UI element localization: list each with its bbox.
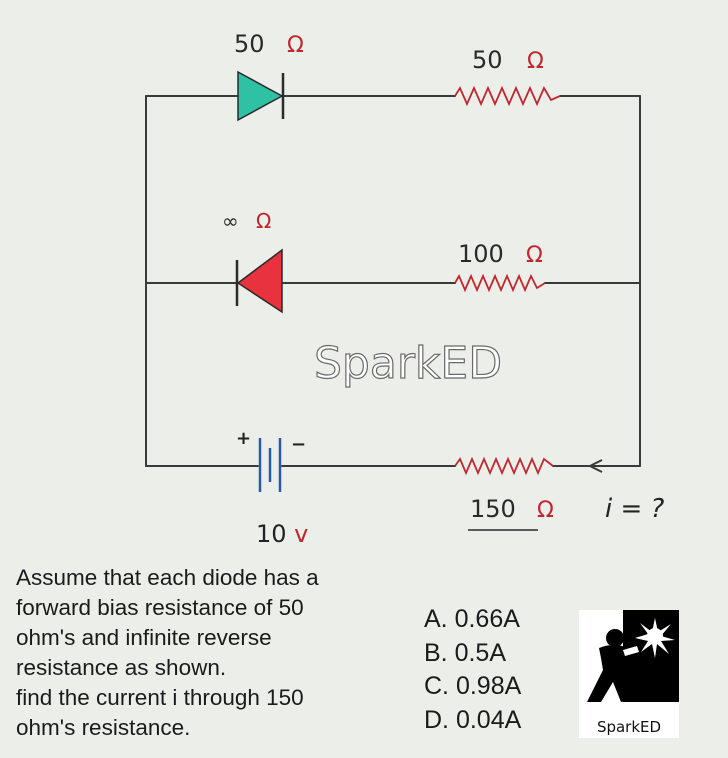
diode-bottom-ohm-label: Ω xyxy=(256,209,271,233)
forward-diode-icon xyxy=(237,70,285,122)
current-arrow-icon xyxy=(587,459,603,473)
question-line: forward bias resistance of 50 xyxy=(16,595,304,620)
current-label: i = ? xyxy=(605,494,665,524)
answer-options: A. 0.66A B. 0.5A C. 0.98A D. 0.04A xyxy=(424,603,521,737)
option-a[interactable]: A. 0.66A xyxy=(424,605,520,633)
battery-icon xyxy=(258,438,282,492)
sparked-logo-icon xyxy=(587,610,679,702)
watermark-text: SparkED xyxy=(314,338,502,389)
resistor-middle-ohm-label: Ω xyxy=(526,243,543,268)
resistor-top-value-label: 50 xyxy=(472,46,503,74)
resistor-top-ohm-label: Ω xyxy=(527,49,544,74)
battery-plus-label: + xyxy=(236,428,251,449)
option-b[interactable]: B. 0.5A xyxy=(424,638,506,667)
circuit-wires xyxy=(145,95,641,467)
option-d[interactable]: D. 0.04A xyxy=(424,705,522,734)
diode-top-resistance-label: 50 xyxy=(234,30,265,58)
resistor-middle-value-label: 100 xyxy=(458,240,504,268)
option-c[interactable]: C. 0.98A xyxy=(424,672,522,700)
question-text: Assume that each diode has a forward bia… xyxy=(16,563,386,743)
diode-top-ohm-label: Ω xyxy=(287,33,304,58)
question-line: Assume that each diode has a xyxy=(16,565,319,590)
reverse-diode-icon xyxy=(235,248,283,314)
question-line: resistance as shown. xyxy=(16,655,227,680)
resistor-bottom-value-label: 150 xyxy=(470,495,516,523)
question-line: ohm's resistance. xyxy=(16,715,191,740)
resistor-bottom-icon xyxy=(454,456,554,476)
question-line: ohm's and infinite reverse xyxy=(16,625,272,650)
logo-label: SparkED xyxy=(596,718,662,736)
resistor-bottom-ohm-label: Ω xyxy=(537,498,554,523)
battery-minus-label: − xyxy=(291,434,306,455)
question-line: find the current i through 150 xyxy=(16,685,304,710)
diode-bottom-resistance-label: ∞ xyxy=(222,209,239,233)
battery-voltage-label: 10 v xyxy=(256,520,308,548)
resistor-top-icon xyxy=(454,85,561,107)
sparked-logo: SparkED xyxy=(579,610,679,738)
resistor-middle-icon xyxy=(454,273,546,293)
